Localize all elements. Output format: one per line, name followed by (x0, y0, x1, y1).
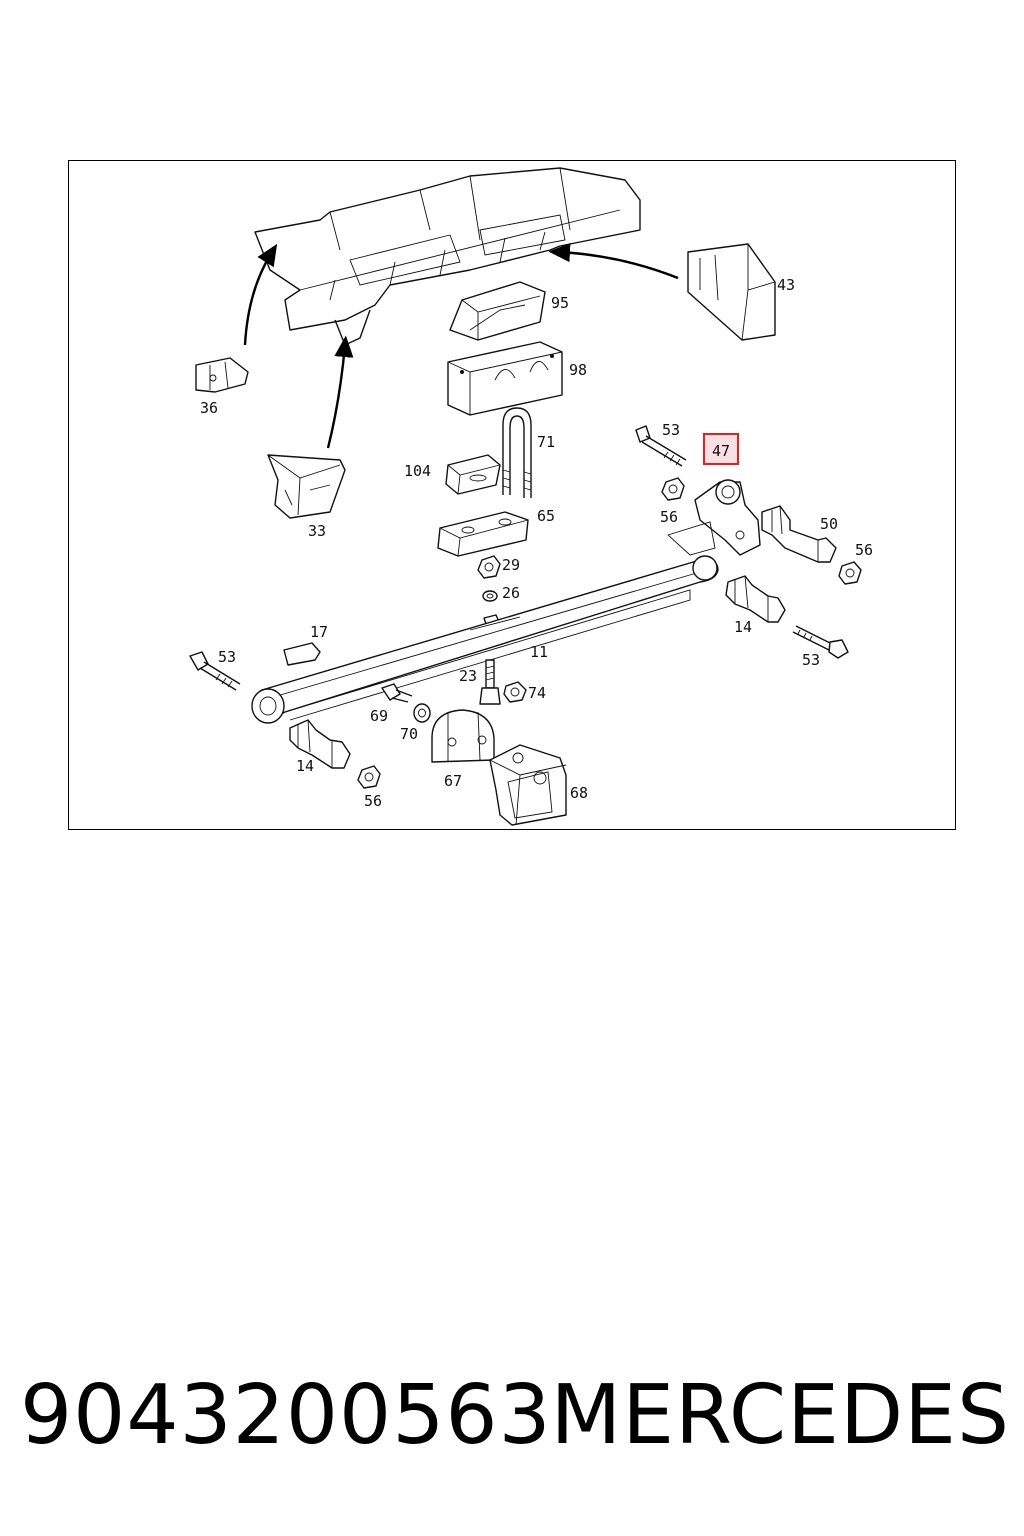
part-36-bracket (195, 357, 249, 393)
part-26-washer (482, 590, 498, 602)
label-95: 95 (551, 294, 569, 312)
label-98: 98 (569, 361, 587, 379)
label-47[interactable]: 47 (712, 442, 730, 460)
label-53-upper: 53 (662, 421, 680, 439)
part-47-shackle (667, 479, 761, 556)
label-56-upper: 56 (660, 508, 678, 526)
part-71-u-bolt (502, 407, 532, 498)
label-67: 67 (444, 772, 462, 790)
label-53-left: 53 (218, 648, 236, 666)
label-36: 36 (200, 399, 218, 417)
label-56-right: 56 (855, 541, 873, 559)
label-33: 33 (308, 522, 326, 540)
label-11: 11 (530, 643, 548, 661)
label-43: 43 (777, 276, 795, 294)
part-65-plate (437, 511, 529, 557)
part-53-bolt-right (792, 625, 849, 659)
part-53-bolt-upper (635, 425, 687, 467)
part-56-nut-a (661, 477, 685, 501)
part-56-nut-c (357, 765, 381, 789)
label-68: 68 (570, 784, 588, 802)
part-56-nut-b (838, 561, 862, 585)
highlight-box-47 (703, 433, 739, 465)
part-53-bolt-left (189, 651, 241, 691)
part-14-bushing-right (725, 575, 786, 623)
part-68-bracket (489, 744, 567, 826)
label-74: 74 (528, 684, 546, 702)
chassis-frame (254, 167, 641, 346)
product-footer: 9043200563 MERCEDES (20, 1368, 1010, 1468)
label-53-right: 53 (802, 651, 820, 669)
label-71: 71 (537, 433, 555, 451)
label-14-left: 14 (296, 757, 314, 775)
label-104: 104 (404, 462, 431, 480)
part-104-pad (445, 454, 501, 495)
label-14-right: 14 (734, 618, 752, 636)
part-67-block (431, 709, 495, 763)
part-23-bolt (479, 659, 501, 705)
part-17-pad (283, 642, 321, 666)
brand-name: MERCEDES (550, 1368, 1010, 1463)
part-70-washer (413, 703, 431, 723)
label-26: 26 (502, 584, 520, 602)
part-69-bolt (381, 683, 413, 703)
label-23: 23 (459, 667, 477, 685)
part-98-plate (447, 341, 563, 416)
label-56-left: 56 (364, 792, 382, 810)
label-17: 17 (310, 623, 328, 641)
arrow-36 (243, 243, 278, 346)
label-65: 65 (537, 507, 555, 525)
part-33-bracket (267, 454, 346, 519)
label-50: 50 (820, 515, 838, 533)
part-74-nut (503, 681, 527, 703)
arrow-33 (326, 335, 354, 449)
diagram-frame (68, 160, 956, 830)
part-95-bracket (449, 281, 546, 341)
label-70: 70 (400, 725, 418, 743)
part-50-bushing (761, 505, 837, 563)
part-number: 9043200563 (20, 1368, 552, 1463)
part-14-bushing-left (289, 719, 351, 769)
part-43-housing (687, 243, 776, 341)
label-29: 29 (502, 556, 520, 574)
part-29-nut (477, 555, 501, 579)
arrow-43 (548, 242, 679, 280)
label-69: 69 (370, 707, 388, 725)
